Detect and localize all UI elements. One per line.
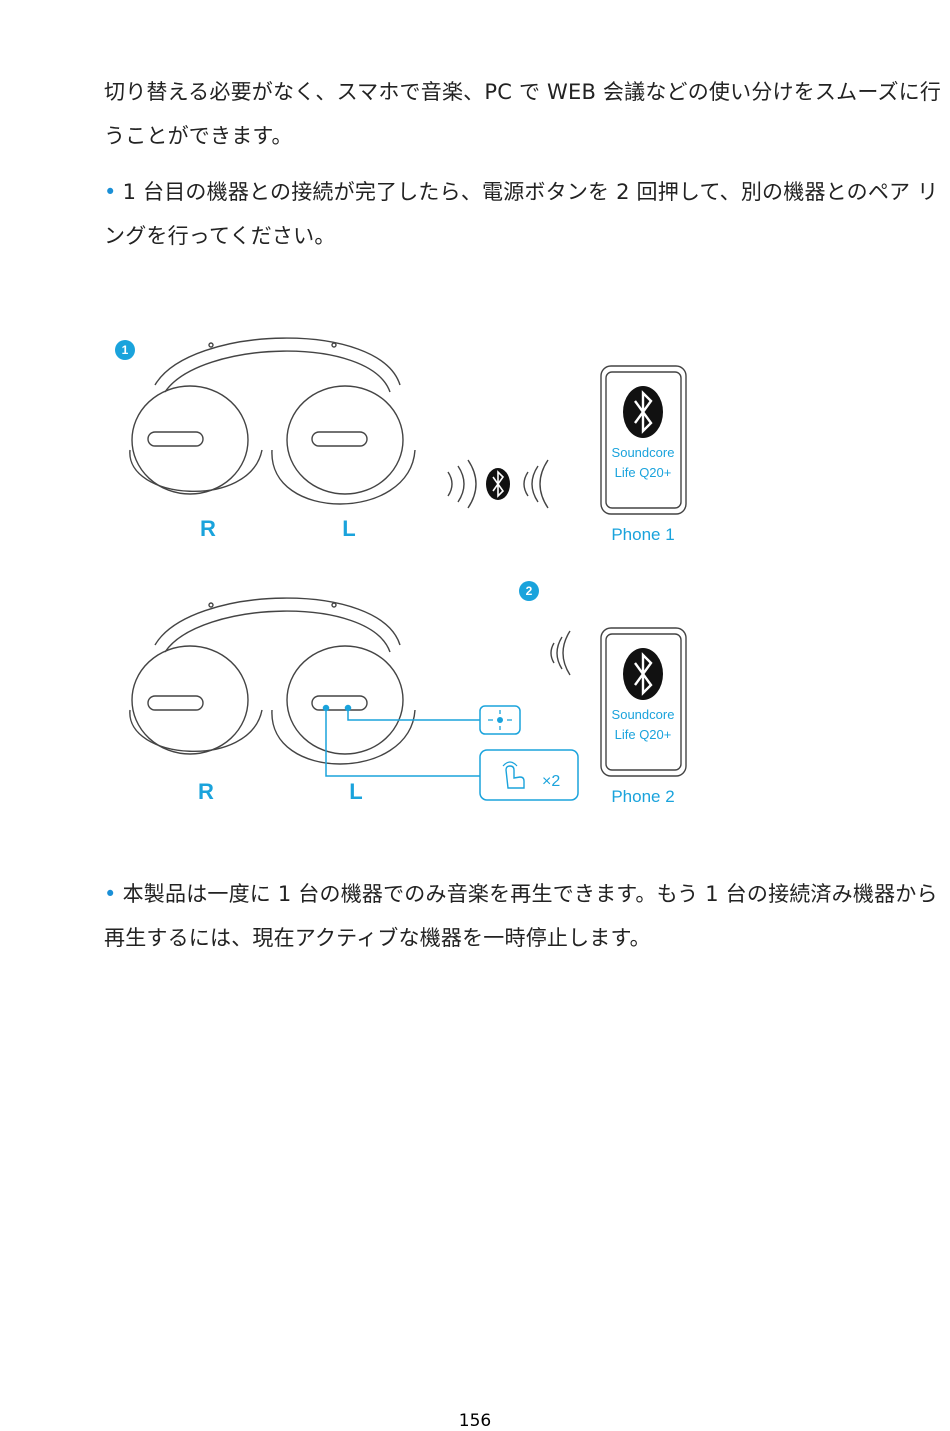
bluetooth-icon (486, 468, 510, 500)
phone-bluetooth-icon (623, 386, 663, 438)
intro-paragraph: 切り替える必要がなく、スマホで音楽、PC で WEB 会議などの使い分けをスムー… (104, 70, 950, 158)
headphones-icon (129, 337, 416, 505)
page-number: 156 (458, 1411, 492, 1431)
bullet-paragraph-1: •1 台目の機器との接続が完了したら、電源ボタンを 2 回押して、別の機器とのペ… (104, 170, 950, 258)
step-number-2: 2 (526, 584, 533, 598)
label-right-2: R (198, 779, 214, 804)
signal-waves-icon (550, 630, 571, 676)
phone1-model: Life Q20+ (615, 465, 672, 480)
phone2-brand: Soundcore (612, 707, 675, 722)
phone2-model: Life Q20+ (615, 727, 672, 742)
phone-icon (600, 627, 687, 777)
step-marker-2: 2 (519, 581, 539, 601)
bullet-text-1: 1 台目の機器との接続が完了したら、電源ボタンを 2 回押して、別の機器とのペア… (104, 180, 939, 248)
intro-text: 切り替える必要がなく、スマホで音楽、PC で WEB 会議などの使い分けをスムー… (104, 80, 942, 148)
label-left-1: L (342, 516, 355, 541)
callout-lines (322, 704, 480, 777)
press-count-label: ×2 (542, 773, 560, 790)
bullet-paragraph-2: •本製品は一度に 1 台の機器でのみ音楽を再生できます。もう 1 台の接続済み機… (104, 872, 950, 960)
label-left-2: L (349, 779, 362, 804)
label-right-1: R (200, 516, 216, 541)
finger-press-icon (479, 749, 579, 801)
phone1-brand: Soundcore (612, 445, 675, 460)
bullet-text-2: 本製品は一度に 1 台の機器でのみ音楽を再生できます。もう 1 台の接続済み機器… (104, 882, 938, 950)
bullet-marker: • (104, 180, 117, 204)
led-indicator-icon (479, 705, 521, 735)
headphones-icon (129, 597, 416, 765)
bullet-marker: • (104, 882, 117, 906)
phone1-label: Phone 1 (611, 525, 674, 544)
phone-bluetooth-icon (623, 648, 663, 700)
signal-waves-icon (447, 459, 549, 509)
phone-icon (600, 365, 687, 515)
phone2-label: Phone 2 (611, 787, 674, 806)
pairing-diagram: 1 2 Soundcore Life Q20+ Phone 1 Soundcor… (115, 337, 687, 806)
step-marker-1: 1 (115, 340, 135, 360)
pairing-illustration: 1 2 Soundcore Life Q20+ Phone 1 Soundcor… (0, 300, 950, 840)
step-number-1: 1 (122, 343, 129, 357)
